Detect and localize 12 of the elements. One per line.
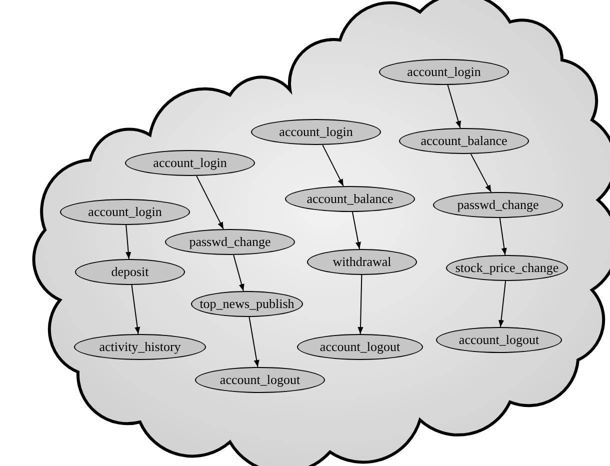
arrow (322, 144, 344, 187)
arrow (352, 212, 361, 250)
arrow (499, 218, 507, 256)
arrow (131, 284, 140, 334)
arrow (233, 254, 244, 292)
arrow (248, 316, 260, 368)
arrow (498, 280, 506, 328)
arrow (447, 84, 461, 129)
arrow (126, 224, 132, 260)
arrow (358, 274, 364, 334)
arrow (470, 153, 492, 193)
arrow (196, 175, 224, 230)
